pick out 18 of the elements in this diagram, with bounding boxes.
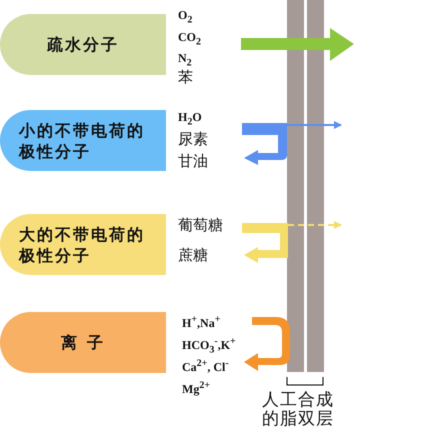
category-box: 大的不带电荷的极性分子 bbox=[0, 214, 166, 275]
substance-label: 尿素 bbox=[178, 130, 208, 149]
membrane-label: 人工合成的脂双层 bbox=[262, 391, 335, 429]
formula-label: O$_{2}$ bbox=[178, 8, 192, 26]
ion-label: H$^{+}$,Na$^{+}$ bbox=[182, 314, 220, 331]
formula-label: N$_{2}$ bbox=[178, 51, 192, 68]
substance-label: 苯 bbox=[178, 68, 193, 87]
substance-label: 蔗糖 bbox=[178, 246, 208, 265]
category-box: 疏水分子 bbox=[0, 14, 166, 75]
ion-label: Ca$^{2+}$, Cl$^{-}$ bbox=[182, 358, 229, 375]
ion-label: Mg$^{2+}$ bbox=[182, 380, 210, 397]
formula-label: CO$_{2}$ bbox=[178, 30, 201, 48]
category-box: 小的不带电荷的极性分子 bbox=[0, 110, 166, 171]
category-box: 离 子 bbox=[0, 312, 166, 373]
substance-label: 甘油 bbox=[178, 152, 208, 171]
substance-label: 葡萄糖 bbox=[178, 216, 223, 235]
formula-label: H$_{2}$O bbox=[178, 110, 202, 128]
ion-label: HCO$_{3}$$^{-}$,K$^{+}$ bbox=[182, 336, 236, 356]
